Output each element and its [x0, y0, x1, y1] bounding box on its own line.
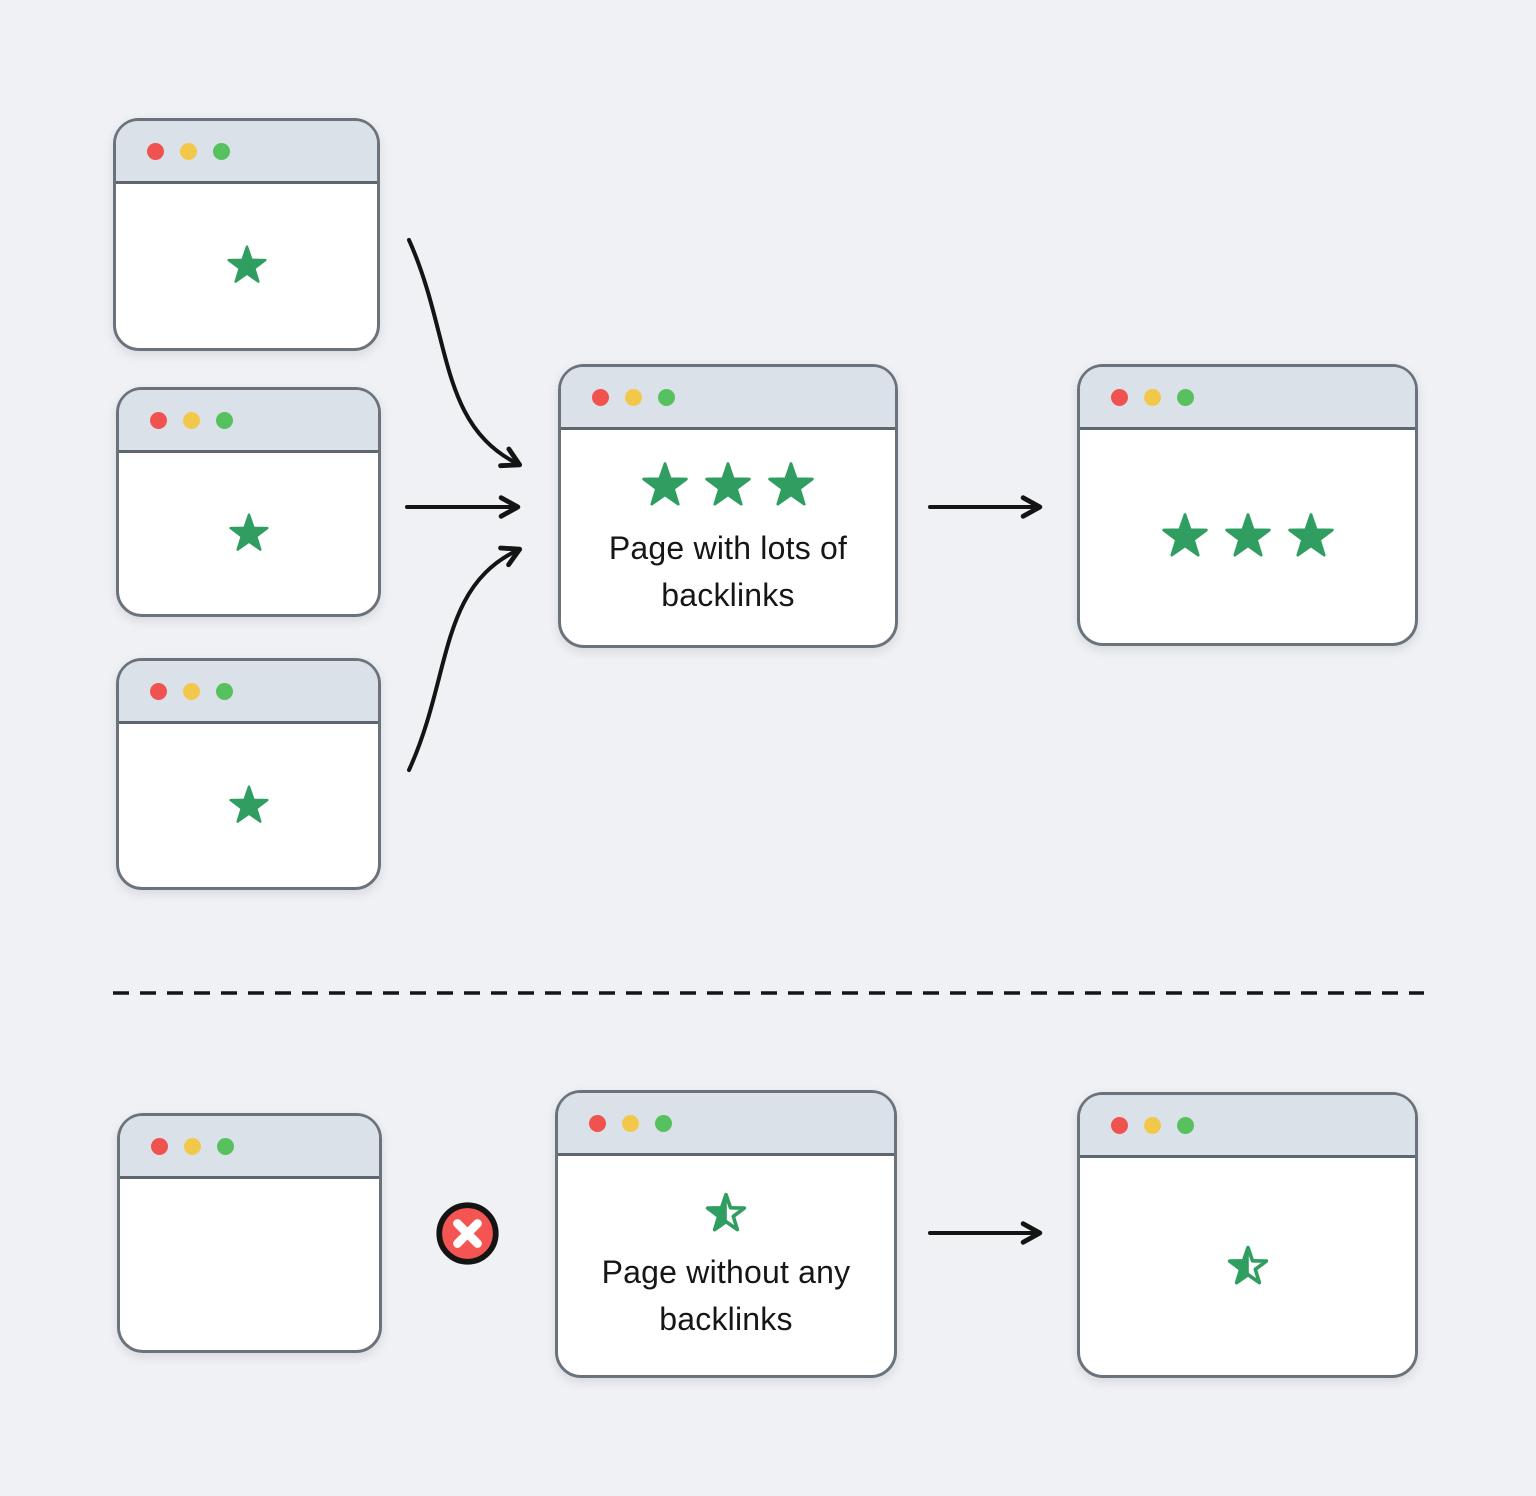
page-without-backlinks-window: Page without any backlinks	[555, 1090, 897, 1378]
close-dot-icon	[589, 1114, 606, 1132]
window-content	[119, 724, 378, 887]
window-titlebar	[558, 1093, 894, 1156]
window-content	[116, 184, 377, 348]
source-window-2	[116, 387, 381, 617]
window-content: Page with lots of backlinks	[561, 430, 895, 645]
ranked-result-window	[1077, 364, 1418, 646]
star-rating	[636, 457, 820, 515]
close-dot-icon	[1111, 388, 1128, 406]
star-icon	[705, 461, 751, 506]
star-icon	[228, 512, 269, 551]
window-caption: Page with lots of backlinks	[609, 525, 847, 619]
window-titlebar	[119, 390, 378, 453]
caption-line: Page with lots of	[608, 529, 848, 566]
star-icon	[1287, 512, 1334, 557]
minimize-dot-icon	[622, 1114, 639, 1132]
star-icon	[1224, 512, 1271, 557]
caption-line: Page without any	[601, 1253, 851, 1290]
half-star-icon	[1227, 1245, 1268, 1284]
star-icon	[642, 461, 688, 506]
close-dot-icon	[151, 1137, 168, 1155]
window-titlebar	[116, 121, 377, 184]
caption-line: backlinks	[659, 1300, 793, 1337]
close-dot-icon	[147, 142, 164, 160]
close-dot-icon	[592, 388, 609, 406]
curved-arrow-top-icon	[407, 238, 523, 469]
star-rating	[224, 509, 274, 559]
star-rating	[222, 241, 272, 291]
minimize-dot-icon	[625, 388, 642, 406]
zoom-dot-icon	[216, 682, 233, 700]
star-rating	[1223, 1242, 1273, 1292]
zoom-dot-icon	[213, 142, 230, 160]
window-content: Page without any backlinks	[558, 1156, 894, 1375]
zoom-dot-icon	[655, 1114, 672, 1132]
source-window-1	[113, 118, 380, 351]
close-dot-icon	[150, 682, 167, 700]
window-titlebar	[119, 661, 378, 724]
minimize-dot-icon	[180, 142, 197, 160]
crossed-circle-icon	[436, 1202, 499, 1265]
window-titlebar	[1080, 367, 1415, 430]
page-with-backlinks-window: Page with lots of backlinks	[558, 364, 898, 648]
star-icon	[226, 245, 267, 283]
window-titlebar	[1080, 1095, 1415, 1158]
window-titlebar	[120, 1116, 379, 1179]
source-window-3	[116, 658, 381, 890]
window-content	[119, 453, 378, 614]
window-caption: Page without any backlinks	[602, 1249, 851, 1343]
caption-line: backlinks	[661, 576, 795, 613]
window-content	[1080, 430, 1415, 643]
unranked-result-window	[1077, 1092, 1418, 1378]
half-star-icon	[705, 1192, 747, 1231]
zoom-dot-icon	[217, 1137, 234, 1155]
close-dot-icon	[1111, 1116, 1128, 1134]
close-dot-icon	[150, 411, 167, 429]
minimize-dot-icon	[184, 1137, 201, 1155]
star-rating	[1156, 508, 1340, 566]
zoom-dot-icon	[216, 411, 233, 429]
minimize-dot-icon	[1144, 388, 1161, 406]
minimize-dot-icon	[1144, 1116, 1161, 1134]
star-icon	[228, 784, 269, 823]
window-titlebar	[561, 367, 895, 430]
minimize-dot-icon	[183, 682, 200, 700]
star-rating	[224, 781, 274, 831]
window-content	[120, 1179, 379, 1350]
star-rating	[701, 1189, 751, 1239]
star-icon	[1161, 512, 1208, 557]
zoom-dot-icon	[1177, 1116, 1194, 1134]
curved-arrow-bottom-icon	[407, 545, 523, 772]
empty-source-window	[117, 1113, 382, 1353]
window-content	[1080, 1158, 1415, 1375]
star-icon	[768, 461, 814, 506]
zoom-dot-icon	[658, 388, 675, 406]
minimize-dot-icon	[183, 411, 200, 429]
zoom-dot-icon	[1177, 388, 1194, 406]
